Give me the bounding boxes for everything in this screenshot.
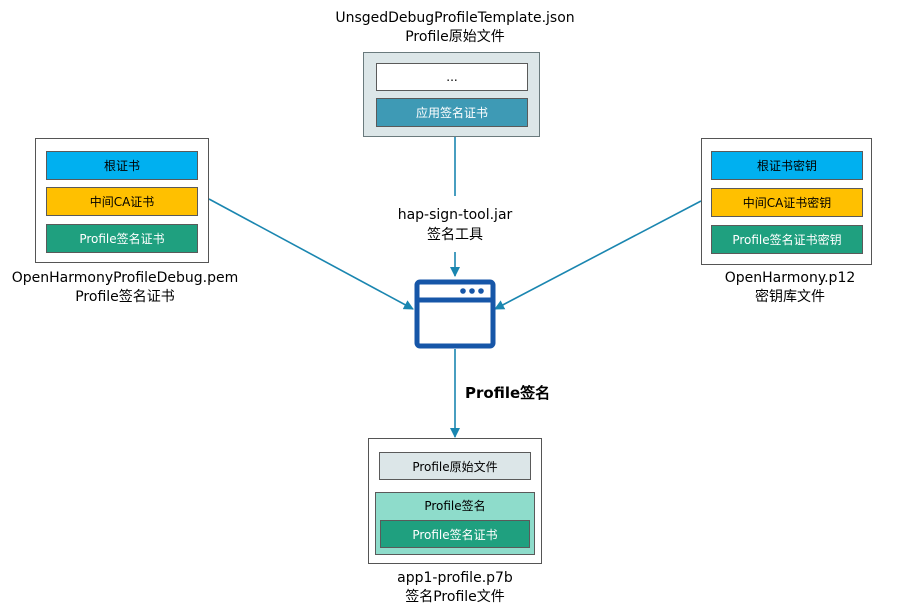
application-window-icon [414,279,496,349]
tool-description: 签名工具 [380,226,530,245]
cert-profile-item: Profile签名证书 [46,224,198,253]
keystore-description: 密钥库文件 [755,289,825,305]
output-original-item: Profile原始文件 [379,452,531,480]
output-signature-block: Profile签名 Profile签名证书 [375,492,535,555]
keystore-filename: OpenHarmony.p12 [724,270,856,286]
template-filename: UnsgedDebugProfileTemplate.json [335,10,575,26]
signing-action-label: Profile签名 [465,384,551,402]
keystore-file-box: 根证书密钥 中间CA证书密钥 Profile签名证书密钥 [701,138,872,265]
output-description: 签名Profile文件 [405,589,505,605]
cert-root-item: 根证书 [46,151,198,180]
output-signature-cert-item: Profile签名证书 [380,520,530,548]
arrow-keystore-to-tool [494,200,702,310]
output-file-box: Profile原始文件 Profile签名 Profile签名证书 [368,438,542,564]
template-description: Profile原始文件 [405,29,505,45]
template-app-cert-item: 应用签名证书 [376,98,528,127]
tool-name: hap-sign-tool.jar [380,206,530,225]
cert-intermediate-item: 中间CA证书 [46,187,198,216]
cert-description: Profile签名证书 [75,289,175,305]
output-filename: app1-profile.p7b [397,570,513,586]
keystore-profile-key-item: Profile签名证书密钥 [711,225,863,254]
keystore-intermediate-key-item: 中间CA证书密钥 [711,188,863,217]
cert-file-box: 根证书 中间CA证书 Profile签名证书 [35,138,209,263]
keystore-root-key-item: 根证书密钥 [711,151,863,180]
arrow-cert-to-tool [208,198,414,310]
template-file-box: ... 应用签名证书 [363,52,540,137]
output-signature-label: Profile签名 [424,499,486,513]
cert-filename: OpenHarmonyProfileDebug.pem [11,270,239,286]
template-ellipsis-item: ... [376,63,528,91]
